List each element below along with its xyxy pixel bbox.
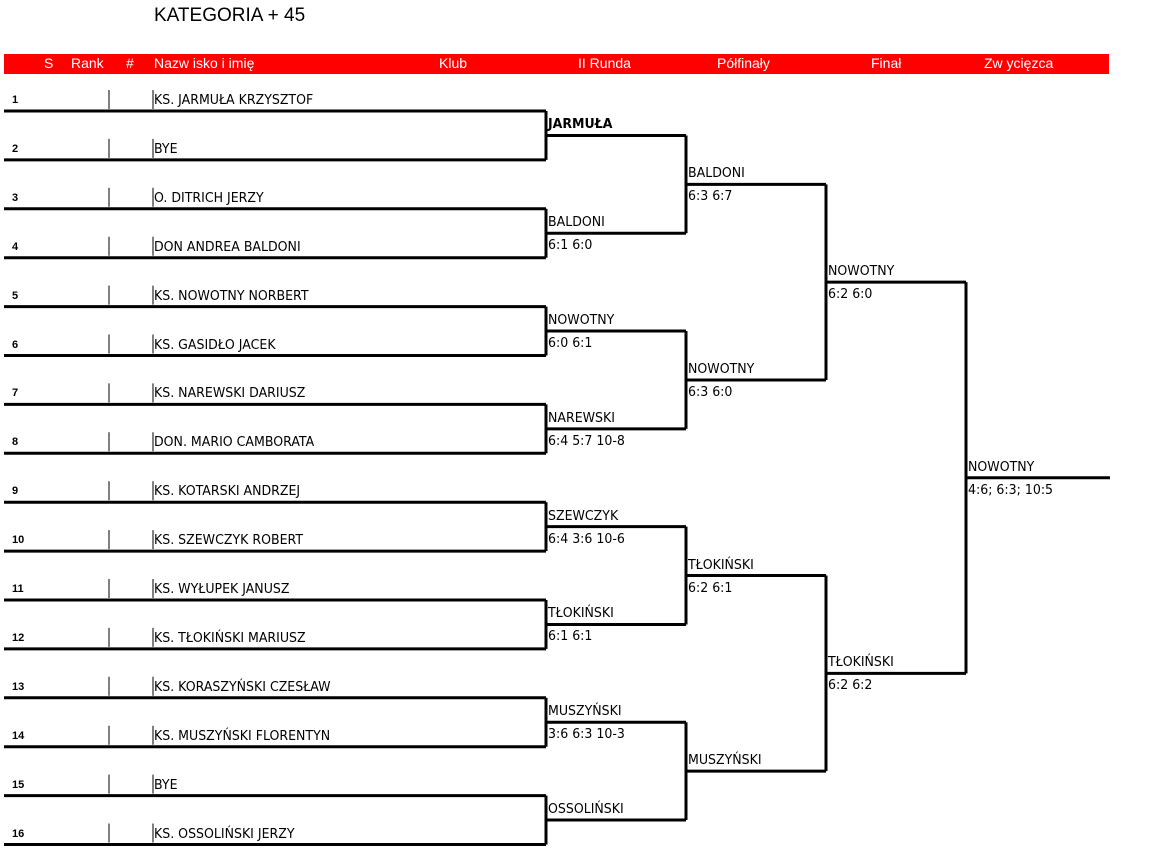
page-title: KATEGORIA + 45	[154, 5, 306, 26]
match-winner: SZEWCZYK	[548, 507, 619, 524]
match-score: 4:6; 6:3; 10:5	[968, 481, 1054, 498]
header-club: Klub	[439, 55, 468, 71]
player-name: KS. SZEWCZYK ROBERT	[154, 532, 304, 549]
match-score: 6:4 5:7 10-8	[548, 432, 625, 449]
player-seed: 4	[12, 240, 19, 253]
player-seed: 9	[12, 485, 19, 498]
player-seed: 11	[12, 583, 24, 595]
player-name: KS. GASIDŁO JACEK	[154, 336, 276, 353]
player-seed: 14	[12, 729, 25, 742]
match-score: 6:2 6:1	[688, 579, 733, 596]
match-winner: MUSZYŃSKI	[688, 752, 762, 769]
header-rank: Rank	[71, 55, 104, 71]
match-score: 6:2 6:2	[828, 677, 873, 694]
match-score: 6:1 6:1	[548, 628, 593, 645]
match-score: 6:3 6:7	[688, 188, 733, 205]
column-header-bar: S Rank # Nazw isko i imię Klub II Runda …	[4, 54, 1109, 74]
header-round2: II Runda	[578, 55, 631, 71]
player-name: KS. TŁOKIŃSKI MARIUSZ	[154, 629, 306, 646]
match-winner: TŁOKIŃSKI	[828, 654, 894, 671]
player-seed: 7	[12, 387, 19, 400]
match-score: 6:4 3:6 10-6	[548, 530, 625, 547]
match-winner: OSSOLIŃSKI	[548, 801, 624, 818]
player-seed: 5	[12, 289, 19, 302]
header-s: S	[44, 55, 54, 71]
match-score: 6:2 6:0	[828, 286, 873, 303]
match-winner: NOWOTNY	[828, 263, 895, 280]
player-name: DON. MARIO CAMBORATA	[154, 434, 315, 451]
match-score: 6:0 6:1	[548, 335, 593, 352]
match-winner: TŁOKIŃSKI	[548, 605, 614, 622]
player-seed: 10	[12, 534, 25, 547]
player-seed: 2	[12, 142, 19, 155]
player-name: KS. OSSOLIŃSKI JERZY	[154, 825, 295, 842]
match-winner: NOWOTNY	[548, 312, 615, 329]
match-winner: BALDONI	[548, 214, 605, 231]
match-winner: MUSZYŃSKI	[548, 703, 622, 720]
player-seed: 12	[12, 631, 25, 644]
header-name: Nazw isko i imię	[154, 55, 255, 71]
player-name: KS. JARMUŁA KRZYSZTOF	[154, 92, 314, 108]
player-seed: 3	[12, 191, 19, 204]
player-name: KS. KOTARSKI ANDRZEJ	[154, 483, 301, 500]
header-winner: Zw ycięzca	[984, 55, 1054, 71]
header-semifinals: Półfinały	[717, 55, 770, 71]
match-score: 3:6 6:3 10-3	[548, 726, 625, 743]
player-name: O. DITRICH JERZY	[154, 189, 264, 206]
match-winner: TŁOKIŃSKI	[688, 556, 754, 573]
player-name: DON ANDREA BALDONI	[154, 238, 301, 255]
match-score: 6:1 6:0	[548, 237, 593, 254]
header-hash: #	[126, 55, 134, 71]
player-name: KS. KORASZYŃSKI CZESŁAW	[154, 678, 331, 695]
player-name: BYE	[154, 776, 178, 793]
player-name: KS. NAREWSKI DARIUSZ	[154, 385, 306, 402]
match-winner: BALDONI	[688, 165, 745, 182]
match-winner: NAREWSKI	[548, 409, 615, 426]
match-winner: JARMUŁA	[548, 116, 613, 133]
player-seed: 1	[12, 94, 19, 106]
player-name: KS. MUSZYŃSKI FLORENTYN	[154, 727, 331, 744]
player-name: KS. NOWOTNY NORBERT	[154, 287, 309, 304]
match-winner: NOWOTNY	[968, 458, 1035, 475]
player-seed: 13	[12, 680, 25, 693]
player-name: KS. WYŁUPEK JANUSZ	[154, 581, 290, 597]
player-name: BYE	[154, 140, 178, 157]
player-seed: 8	[12, 436, 19, 449]
match-winner: NOWOTNY	[688, 360, 755, 377]
player-seed: 6	[12, 338, 19, 351]
player-seed: 16	[12, 827, 25, 840]
header-final: Finał	[871, 55, 902, 71]
match-score: 6:3 6:0	[688, 383, 733, 400]
player-seed: 15	[12, 778, 25, 791]
